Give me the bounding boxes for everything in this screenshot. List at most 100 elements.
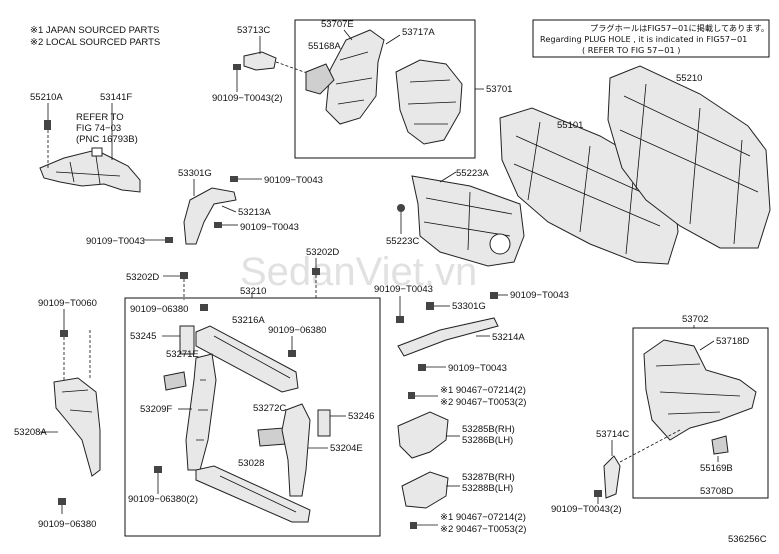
part-53209F xyxy=(185,353,217,471)
group-frame-53702 xyxy=(632,327,769,499)
part-53213A xyxy=(183,187,237,245)
part-53714C xyxy=(603,455,621,499)
part-53214A xyxy=(397,317,499,357)
label-55223C: 55223C xyxy=(386,236,419,247)
label-53718D: 53718D xyxy=(716,336,749,347)
label-90467-T0053-b: ※2 90467−T0053(2) xyxy=(440,524,526,535)
label-90109-T0043-2b: 90109−T0043(2) xyxy=(551,504,622,515)
label-53213A: 53213A xyxy=(238,207,271,218)
part-53717A xyxy=(395,59,463,145)
bolt-53202D-b xyxy=(163,272,188,300)
figure-code: 536256C xyxy=(728,534,767,545)
label-53717A: 53717A xyxy=(402,27,435,38)
label-53287B: 53287B(RH) xyxy=(462,472,515,483)
watermark: SedanViet.vn xyxy=(240,250,477,294)
part-53707E xyxy=(325,29,385,125)
part-53245 xyxy=(162,325,195,355)
label-53202D: 53202D xyxy=(306,247,339,258)
label-53301G-b: 53301G xyxy=(452,301,486,312)
label-90467-07214-a: ※1 90467−07214(2) xyxy=(440,385,526,396)
label-90109-06380-c: 90109−06380 xyxy=(38,519,96,530)
part-53246 xyxy=(317,409,346,437)
label-53702: 53702 xyxy=(682,314,708,325)
label-53202D-b: 53202D xyxy=(126,272,159,283)
clip-90467-b xyxy=(410,522,438,529)
legend-japan: ※1 JAPAN SOURCED PARTS xyxy=(30,25,159,36)
label-55223A: 55223A xyxy=(456,168,489,179)
bolt-90109-T0043-b xyxy=(214,222,238,228)
label-53714C: 53714C xyxy=(596,429,629,440)
bolt-90109-T0043-c xyxy=(144,237,173,243)
label-53301G: 53301G xyxy=(178,168,212,179)
label-90109-T0043-2a: 90109−T0043(2) xyxy=(212,93,283,104)
label-53246: 53246 xyxy=(348,411,374,422)
label-90109-T0043-d: 90109−T0043 xyxy=(374,284,433,295)
clip-55223C xyxy=(397,204,405,234)
bolt-90109-T0060 xyxy=(60,309,68,380)
part-55101 xyxy=(499,107,679,265)
part-53141F xyxy=(39,149,141,193)
label-53245: 53245 xyxy=(130,331,156,342)
part-53285B xyxy=(397,411,449,459)
label-53209F: 53209F xyxy=(140,404,172,415)
label-53707E: 53707E xyxy=(321,19,354,30)
group-frame-53210 xyxy=(124,297,381,537)
bolt-90109-06380-2 xyxy=(154,466,162,494)
part-53702-apron xyxy=(643,339,757,441)
label-90109-06380-a: 90109−06380 xyxy=(130,304,188,315)
label-53210: 53210 xyxy=(240,286,266,297)
note-line-jp: プラグホールはFIG57−01に掲載してあります。 xyxy=(590,23,769,33)
label-90109-T0043-a: 90109−T0043 xyxy=(264,175,323,186)
bolt-90109-T0043-2b xyxy=(594,490,602,504)
label-90109-T0043-b: 90109−T0043 xyxy=(240,222,299,233)
label-55210: 55210 xyxy=(676,73,702,84)
label-55168A: 55168A xyxy=(308,41,341,52)
label-55101: 55101 xyxy=(557,120,583,131)
part-53216A xyxy=(195,325,299,393)
note-line-ref: ( REFER TO FIG 57−01 ) xyxy=(582,45,680,55)
clip-90467-a xyxy=(408,392,438,399)
bolt-90109-T0043-d xyxy=(396,296,404,323)
label-53288B: 53288B(LH) xyxy=(462,483,513,494)
label-90109-T0043-f: 90109−T0043 xyxy=(448,363,507,374)
label-90109-T0043-c: 90109−T0043 xyxy=(86,236,145,247)
refer-line2: FIG 74−03 xyxy=(76,123,121,134)
part-55169B xyxy=(711,435,729,455)
part-53204E xyxy=(281,403,311,497)
label-53028: 53028 xyxy=(238,458,264,469)
clip-55210A xyxy=(44,103,51,170)
label-90109-T0060: 90109−T0060 xyxy=(38,298,97,309)
bolt-90109-T0043-f xyxy=(418,364,446,371)
bolt-90109-06380-b xyxy=(288,336,296,357)
label-55169B: 55169B xyxy=(700,463,733,474)
bolt-90109-06380-c xyxy=(58,498,66,514)
label-53285B: 53285B(RH) xyxy=(462,424,515,435)
label-53208A: 53208A xyxy=(14,427,47,438)
bolt-90109-T0043-e xyxy=(490,292,508,299)
label-53204E: 53204E xyxy=(330,443,363,454)
bolt-90109-T0043-a xyxy=(230,176,262,182)
legend-local: ※2 LOCAL SOURCED PARTS xyxy=(30,37,160,48)
clip-53301G-b xyxy=(426,302,450,310)
note-line-en: Regarding PLUG HOLE , it is indicated in… xyxy=(540,34,747,44)
label-90109-06380-b: 90109−06380 xyxy=(268,325,326,336)
part-53208A xyxy=(53,377,101,477)
label-90109-06380-2: 90109−06380(2) xyxy=(128,494,198,505)
part-55210 xyxy=(607,65,771,249)
label-90109-T0043-e: 90109−T0043 xyxy=(510,290,569,301)
label-90467-07214-b: ※1 90467−07214(2) xyxy=(440,512,526,523)
bolt-90109-06380-a xyxy=(200,304,208,311)
part-53713C xyxy=(243,51,277,71)
label-53708D: 53708D xyxy=(700,486,733,497)
refer-line1: REFER TO xyxy=(76,112,124,123)
part-53028 xyxy=(195,465,311,523)
part-55223A xyxy=(411,175,525,267)
label-53216A: 53216A xyxy=(232,315,265,326)
part-53287B xyxy=(401,471,449,509)
part-53271E xyxy=(163,371,187,391)
label-53141F: 53141F xyxy=(100,92,132,103)
part-55168A xyxy=(305,63,335,95)
label-53713C: 53713C xyxy=(237,25,270,36)
label-53214A: 53214A xyxy=(492,332,525,343)
